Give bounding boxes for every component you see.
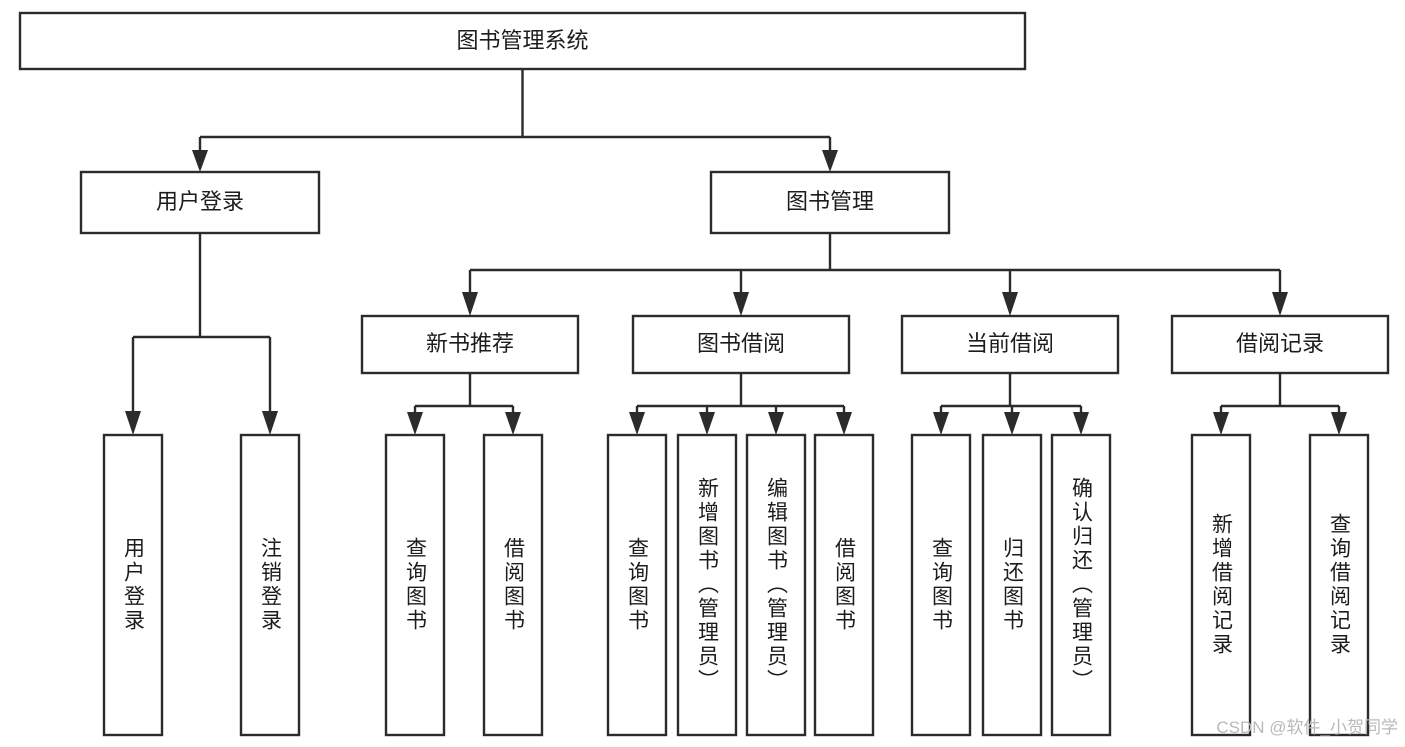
arrow-head-book-borrow: [733, 292, 749, 316]
node-book-manage[interactable]: 图书管理: [709, 170, 951, 235]
connector-borrow-record-to-leaves: [1213, 373, 1347, 435]
node-leaf-query-book-3-box[interactable]: [910, 433, 972, 737]
node-leaf-return-book-box[interactable]: [981, 433, 1043, 737]
connector-book-borrow-to-leaves: [629, 373, 852, 435]
watermark-label: CSDN @软件_小贺同学: [1216, 718, 1398, 737]
node-new-book-rec-box[interactable]: [360, 314, 580, 375]
leaf-node-layer: [102, 433, 1370, 737]
node-leaf-add-book-box[interactable]: [676, 433, 738, 737]
arrow-head-leaf-return-book: [1004, 412, 1020, 435]
node-leaf-query-record-box[interactable]: [1308, 433, 1370, 737]
node-leaf-user-login-box[interactable]: [102, 433, 164, 737]
node-book-borrow-box[interactable]: [631, 314, 851, 375]
arrow-head-leaf-add-record: [1213, 412, 1229, 435]
node-borrow-record[interactable]: 借阅记录: [1170, 314, 1390, 375]
arrow-head-leaf-user-logout: [262, 411, 278, 435]
node-borrow-record-box[interactable]: [1170, 314, 1390, 375]
arrow-head-leaf-user-login: [125, 411, 141, 435]
node-leaf-edit-book-box[interactable]: [745, 433, 807, 737]
node-current-borrow-label: 当前借阅: [966, 331, 1054, 356]
node-leaf-confirm-return-box[interactable]: [1050, 433, 1112, 737]
arrow-head-leaf-query-book-3: [933, 412, 949, 435]
arrow-head-leaf-add-book: [699, 412, 715, 435]
arrow-head-new-book-rec: [462, 292, 478, 316]
node-leaf-borrow-book-2-box[interactable]: [813, 433, 875, 737]
arrow-head-leaf-query-book-2: [629, 412, 645, 435]
node-user-login-box[interactable]: [79, 170, 321, 235]
node-current-borrow[interactable]: 当前借阅: [900, 314, 1120, 375]
node-leaf-query-book-1-box[interactable]: [384, 433, 446, 737]
connector-current-borrow-to-leaves: [933, 373, 1089, 435]
connector-user-login-to-leaves: [125, 233, 278, 435]
connector-new-book-rec-to-leaves: [407, 373, 521, 435]
arrow-head-current-borrow: [1002, 292, 1018, 316]
node-book-borrow-label: 图书借阅: [697, 331, 785, 356]
arrow-head-leaf-confirm-return: [1073, 412, 1089, 435]
node-leaf-query-book-2-box[interactable]: [606, 433, 668, 737]
arrow-head-book-manage: [822, 150, 838, 172]
arrow-head-borrow-record: [1272, 292, 1288, 316]
node-current-borrow-box[interactable]: [900, 314, 1120, 375]
node-leaf-borrow-book-1-box[interactable]: [482, 433, 544, 737]
arrow-head-leaf-edit-book: [768, 412, 784, 435]
node-root-box[interactable]: [18, 11, 1027, 71]
node-user-login[interactable]: 用户登录: [79, 170, 321, 235]
node-book-manage-label: 图书管理: [786, 189, 874, 214]
arrow-head-leaf-borrow-book-2: [836, 412, 852, 435]
arrow-head-leaf-query-book-1: [407, 412, 423, 435]
connector-layer: [125, 69, 1347, 435]
node-leaf-user-logout-box[interactable]: [239, 433, 301, 737]
connector-root-to-level2: [192, 69, 838, 172]
connector-book-manage-to-level3: [462, 233, 1288, 316]
arrow-head-leaf-query-record: [1331, 412, 1347, 435]
node-root-label: 图书管理系统: [456, 28, 588, 53]
node-book-borrow[interactable]: 图书借阅: [631, 314, 851, 375]
node-new-book-rec-label: 新书推荐: [426, 331, 514, 356]
node-book-manage-box[interactable]: [709, 170, 951, 235]
node-user-login-label: 用户登录: [156, 189, 244, 214]
arrow-head-leaf-borrow-book-1: [505, 412, 521, 435]
arrow-head-user-login: [192, 150, 208, 172]
node-new-book-rec[interactable]: 新书推荐: [360, 314, 580, 375]
node-leaf-add-record-box[interactable]: [1190, 433, 1252, 737]
node-borrow-record-label: 借阅记录: [1236, 331, 1324, 356]
node-root[interactable]: 图书管理系统: [18, 11, 1027, 71]
